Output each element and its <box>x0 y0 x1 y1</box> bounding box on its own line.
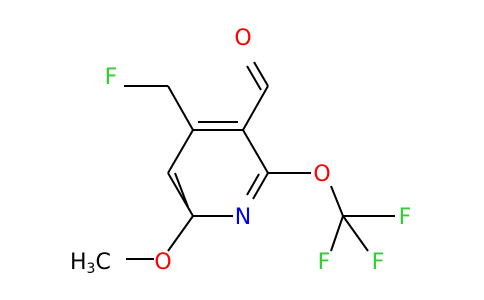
aldehyde-oxygen-label: O <box>234 26 251 51</box>
trifluoro-f-left-label: F <box>318 250 331 275</box>
bond-c6-c5-double <box>174 172 189 208</box>
bond-c4-ch2 <box>167 85 194 131</box>
methoxy-oxygen-label: O <box>154 250 171 275</box>
bond-c3-cho <box>242 85 269 131</box>
methyl-h: H <box>70 250 87 275</box>
bond-c2-n <box>252 172 269 200</box>
bond-cho-o <box>253 61 269 87</box>
bond-c3-c2 <box>242 129 269 174</box>
bond-c5-c4 <box>167 129 194 174</box>
ether-oxygen-label: O <box>313 162 330 187</box>
bond-c6-o <box>167 215 194 252</box>
methyl-h-count: 3 <box>87 261 96 277</box>
bond-cho-o-double <box>246 65 262 91</box>
bond-cf3-f-left <box>330 215 344 252</box>
bond-cf3-f-right <box>342 215 369 252</box>
fluoromethyl-fluorine-label: F <box>105 65 118 90</box>
bond-o-cf3 <box>330 185 344 217</box>
methyl-group-label: H3C <box>70 250 111 277</box>
methyl-c: C <box>95 250 110 275</box>
trifluoro-f-right-label: F <box>372 250 385 275</box>
trifluoro-f-top-label: F <box>399 205 412 230</box>
ring-nitrogen-label: N <box>235 205 251 230</box>
bond-c6-c5 <box>167 172 194 217</box>
bond-c2-n-double <box>246 173 260 196</box>
